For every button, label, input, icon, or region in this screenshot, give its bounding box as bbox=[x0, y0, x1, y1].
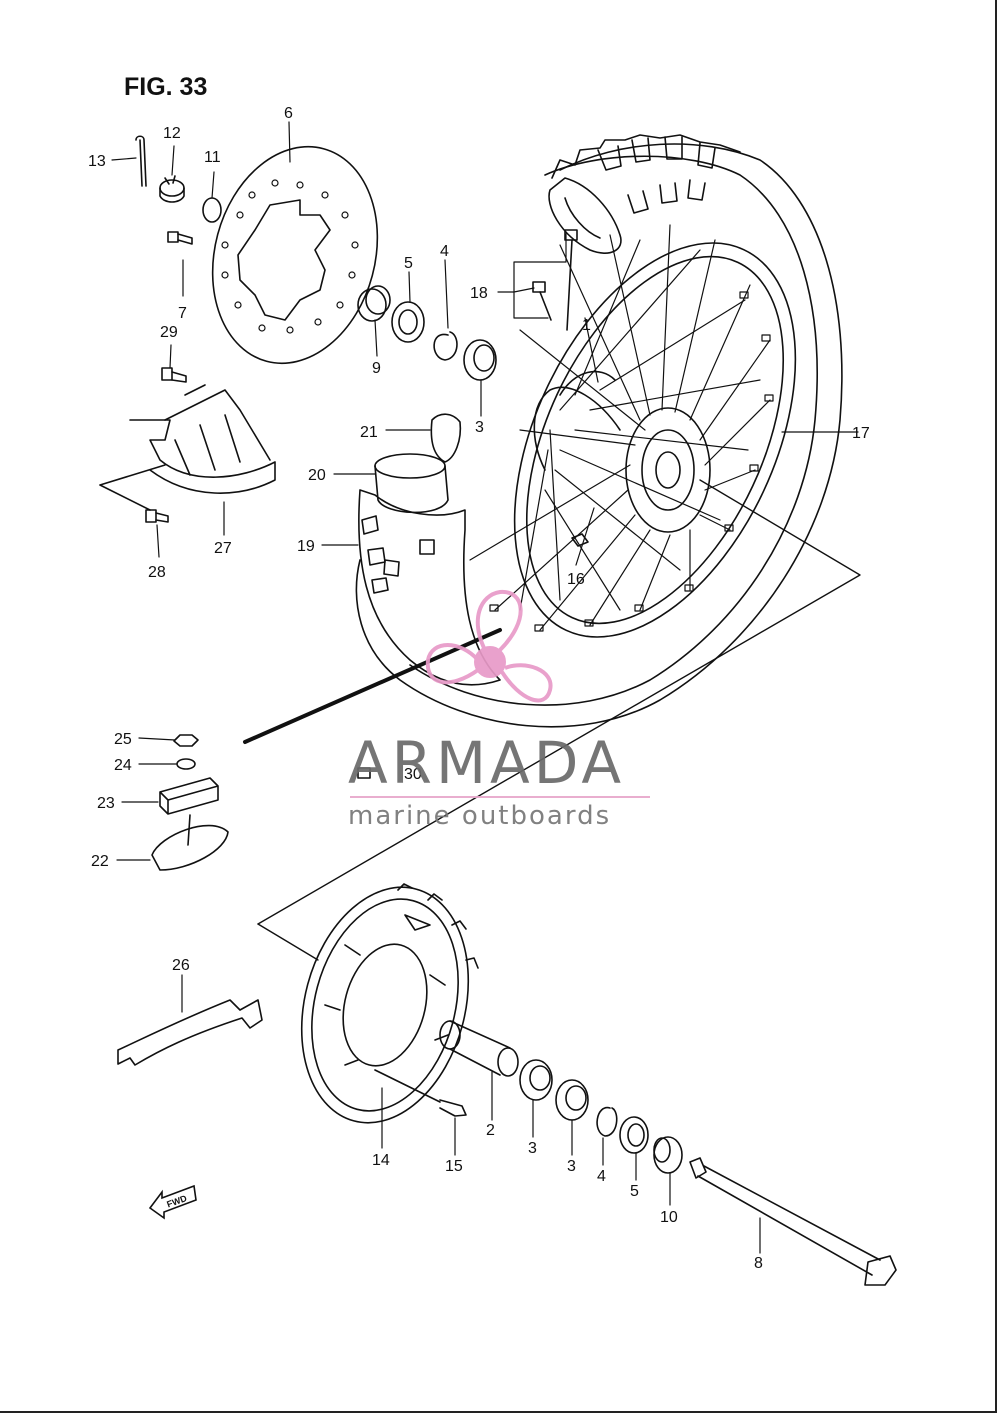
callout-14: 14 bbox=[372, 1152, 390, 1169]
callout-4-upper: 4 bbox=[440, 243, 449, 260]
callout-3-upper: 3 bbox=[475, 419, 484, 436]
bearing-3-lower-b bbox=[555, 1079, 589, 1121]
callout-27: 27 bbox=[214, 540, 232, 557]
watermark-tagline: marine outboards bbox=[348, 801, 611, 831]
callout-19: 19 bbox=[297, 538, 315, 555]
callout-1: 1 bbox=[582, 317, 591, 334]
oil-seal-5 bbox=[391, 301, 425, 343]
rear-wheel-assembly bbox=[355, 134, 843, 728]
callout-17: 17 bbox=[852, 425, 870, 442]
hub-spacer-2 bbox=[439, 1020, 519, 1077]
callout-8: 8 bbox=[754, 1255, 763, 1272]
propeller-logo-icon bbox=[425, 589, 553, 703]
callout-21: 21 bbox=[360, 424, 378, 441]
callout-29: 29 bbox=[160, 324, 178, 341]
callout-4-lower: 4 bbox=[597, 1168, 606, 1185]
balance-weight-16 bbox=[571, 533, 589, 547]
forward-direction-marker: FWD bbox=[148, 1184, 197, 1220]
spoke-wrench-26 bbox=[117, 999, 263, 1066]
rim-lock-washer-24 bbox=[176, 758, 196, 770]
bolt-28 bbox=[145, 509, 169, 523]
tire bbox=[355, 143, 843, 728]
callout-18: 18 bbox=[470, 285, 488, 302]
callout-16: 16 bbox=[567, 571, 585, 588]
callout-6: 6 bbox=[284, 105, 293, 122]
callout-3-lower-b: 3 bbox=[567, 1158, 576, 1175]
callout-20: 20 bbox=[308, 467, 326, 484]
watermark-name: ARMADA bbox=[348, 729, 625, 797]
callout-15: 15 bbox=[445, 1158, 463, 1175]
callout-3-lower-a: 3 bbox=[528, 1140, 537, 1157]
sprocket-bolt-15 bbox=[374, 1069, 467, 1117]
watermark: ARMADA marine outboards bbox=[348, 589, 650, 831]
rim-lock-body-23 bbox=[159, 777, 219, 815]
spacer-10 bbox=[653, 1136, 683, 1174]
bearing-3-lower-a bbox=[519, 1059, 553, 1101]
callout-10: 10 bbox=[660, 1209, 678, 1226]
bolt-30 bbox=[357, 767, 371, 779]
spokes bbox=[469, 224, 771, 631]
brake-disc-6 bbox=[211, 145, 379, 365]
callout-5-upper: 5 bbox=[404, 255, 413, 272]
callout-11: 11 bbox=[204, 149, 221, 166]
callout-2: 2 bbox=[486, 1122, 495, 1139]
washer-11 bbox=[202, 197, 222, 223]
bearing-3 bbox=[463, 339, 497, 381]
inner-tube-20 bbox=[374, 453, 449, 514]
figure-title: FIG. 33 bbox=[124, 73, 207, 101]
castle-nut-12 bbox=[159, 175, 185, 203]
spoke-18 bbox=[532, 229, 578, 331]
callout-26: 26 bbox=[172, 957, 190, 974]
disc-bolt-7 bbox=[167, 231, 193, 245]
rim-lock-base-22 bbox=[151, 824, 229, 871]
circlip-4-lower bbox=[596, 1107, 618, 1137]
callout-30: 30 bbox=[404, 766, 422, 783]
callout-25: 25 bbox=[114, 731, 132, 748]
callout-28: 28 bbox=[148, 564, 166, 581]
callout-7: 7 bbox=[178, 305, 187, 322]
callout-22: 22 bbox=[91, 853, 109, 870]
callout-12: 12 bbox=[163, 125, 181, 142]
wheel-hub bbox=[625, 407, 711, 533]
spacer-9 bbox=[357, 285, 391, 322]
rim-lock-parts bbox=[151, 734, 229, 871]
callout-23: 23 bbox=[97, 795, 115, 812]
rim-band-21 bbox=[430, 413, 462, 463]
chain-guard-27 bbox=[129, 384, 276, 494]
callout-24: 24 bbox=[114, 757, 132, 774]
rim-lock-nut-25 bbox=[173, 734, 199, 747]
circlip-4 bbox=[433, 331, 458, 361]
cotter-pin-13 bbox=[135, 135, 147, 187]
bolt-29 bbox=[161, 367, 187, 383]
callout-9: 9 bbox=[372, 360, 381, 377]
oil-seal-5-lower bbox=[619, 1116, 649, 1154]
sprocket-14 bbox=[300, 883, 479, 1124]
tire-section-19 bbox=[358, 489, 501, 686]
callout-5-lower: 5 bbox=[630, 1183, 639, 1200]
callout-13: 13 bbox=[88, 153, 106, 170]
callout-labels: 1 2 3 3 3 4 4 5 5 6 7 8 9 10 11 12 13 14… bbox=[88, 105, 870, 1272]
rim bbox=[513, 242, 797, 638]
axle-8 bbox=[689, 1157, 897, 1286]
